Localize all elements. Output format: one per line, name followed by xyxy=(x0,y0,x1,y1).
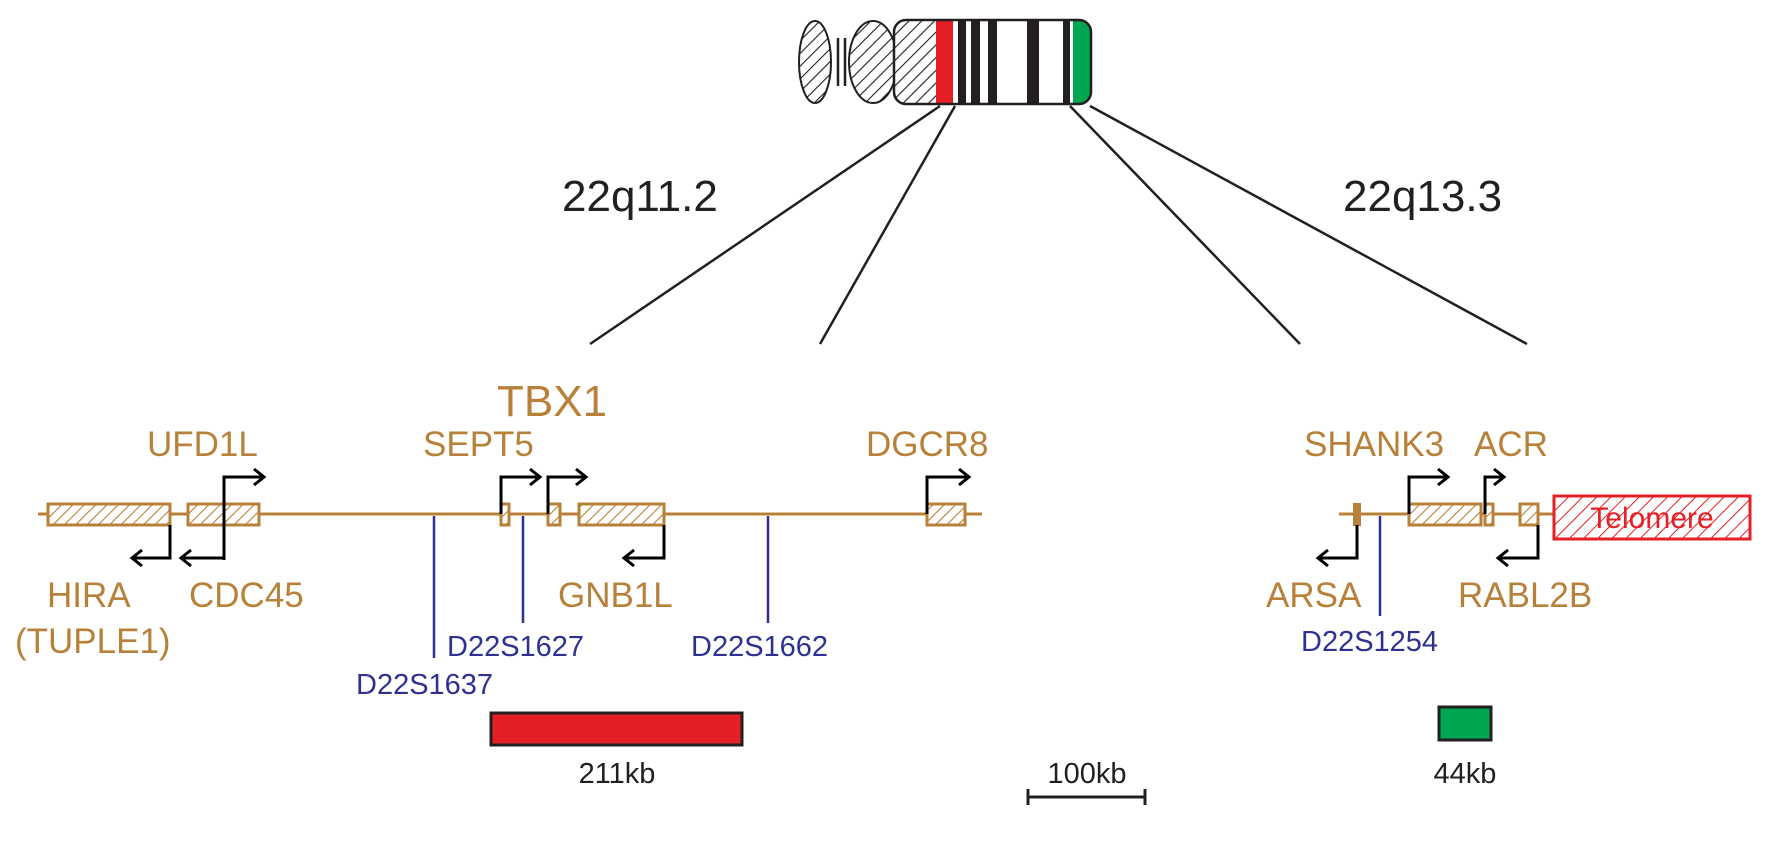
gene-label-ufd1l: UFD1L xyxy=(147,425,258,464)
dark-band xyxy=(1027,20,1039,104)
gene-label-rabl2b: RABL2B xyxy=(1458,576,1592,615)
deletion-bar-211kb xyxy=(489,711,744,747)
p-arm-satellite xyxy=(798,20,832,104)
tss-arrow-arsa xyxy=(1320,525,1359,560)
telomere-box xyxy=(1552,494,1752,541)
region-22q11: TBX1 UFD1L SEPT5 DGCR8 HIRA (TUPLE1) CDC… xyxy=(15,377,989,790)
gene-label-tbx1: TBX1 xyxy=(497,377,607,426)
gene-label-acr: ACR xyxy=(1474,425,1548,464)
dark-band xyxy=(958,20,966,104)
chromosome-ideogram xyxy=(798,18,1093,106)
band-label-22q11: 22q11.2 xyxy=(562,172,718,221)
band-22q11-red xyxy=(936,20,953,104)
gene-box-gnb1l xyxy=(577,502,666,527)
gene-label-arsa: ARSA xyxy=(1266,576,1362,615)
marker-label-d22s1662: D22S1662 xyxy=(691,631,828,663)
gene-label-shank3: SHANK3 xyxy=(1304,425,1444,464)
dark-band xyxy=(988,20,997,104)
scale-bar: 100kb xyxy=(1026,758,1147,805)
gene-box-dgcr8 xyxy=(925,502,967,527)
marker-label-d22s1637: D22S1637 xyxy=(356,669,493,701)
arrow-head xyxy=(529,467,543,487)
tss-arrow-shank3 xyxy=(1407,475,1446,514)
band-label-22q13: 22q13.3 xyxy=(1343,172,1502,221)
gene-box-tbx1 xyxy=(546,502,562,527)
arrow-head xyxy=(1315,548,1329,568)
zoom-lines xyxy=(589,104,1528,346)
tss-arrow-cdc45 xyxy=(183,525,226,560)
marker-label-d22s1254: D22S1254 xyxy=(1301,626,1438,658)
deletion-size-44kb: 44kb xyxy=(1434,758,1497,790)
arrow-head xyxy=(958,467,972,487)
gene-box-sept5 xyxy=(499,502,511,527)
gene-label-tuple1: (TUPLE1) xyxy=(15,622,171,661)
gene-label-hira: HIRA xyxy=(47,576,131,615)
arrow-head xyxy=(1437,467,1451,487)
arrow-head xyxy=(621,548,635,568)
gene-box-arsa xyxy=(1353,503,1361,526)
tss-arrow-gnb1l xyxy=(626,525,666,560)
q-arm-outline xyxy=(892,18,1093,106)
arrow-head xyxy=(178,548,192,568)
tss-arrow-sept5 xyxy=(499,475,538,514)
dark-band xyxy=(971,20,980,104)
arrow-head xyxy=(1495,548,1509,568)
deletion-bar-44kb xyxy=(1437,705,1493,742)
q-arm xyxy=(894,20,1091,104)
telomere-label: Telomere xyxy=(1590,502,1713,535)
tss-arrow-acr xyxy=(1483,475,1502,514)
gene-label-cdc45: CDC45 xyxy=(189,576,304,615)
band-22q13-green xyxy=(1073,20,1091,104)
p-arm xyxy=(848,20,898,104)
tss-arrow-dgcr8 xyxy=(925,475,967,514)
arrow-head xyxy=(1493,467,1507,487)
deletion-size-211kb: 211kb xyxy=(579,758,656,790)
scale-bar-label: 100kb xyxy=(1047,758,1126,790)
gene-box-shank3 xyxy=(1407,502,1483,527)
tss-arrow-tbx1 xyxy=(546,475,584,514)
arrow-head xyxy=(129,548,143,568)
arrow-head xyxy=(575,467,589,487)
marker-label-d22s1627: D22S1627 xyxy=(447,631,584,663)
gene-box-acr xyxy=(1483,502,1495,527)
tss-arrow-rabl2b xyxy=(1500,525,1540,560)
gene-label-gnb1l: GNB1L xyxy=(558,576,673,615)
region-22q13: Telomere SHANK3 ACR ARSA RABL2B D22S1254… xyxy=(1266,425,1752,790)
dark-band xyxy=(1063,20,1070,104)
arrow-head xyxy=(253,467,267,487)
tss-arrow-hira xyxy=(134,525,172,560)
gene-label-dgcr8: DGCR8 xyxy=(866,425,989,464)
gene-box-hira xyxy=(46,502,172,527)
gene-box-rabl2b xyxy=(1518,502,1540,527)
gene-label-sept5: SEPT5 xyxy=(423,425,534,464)
